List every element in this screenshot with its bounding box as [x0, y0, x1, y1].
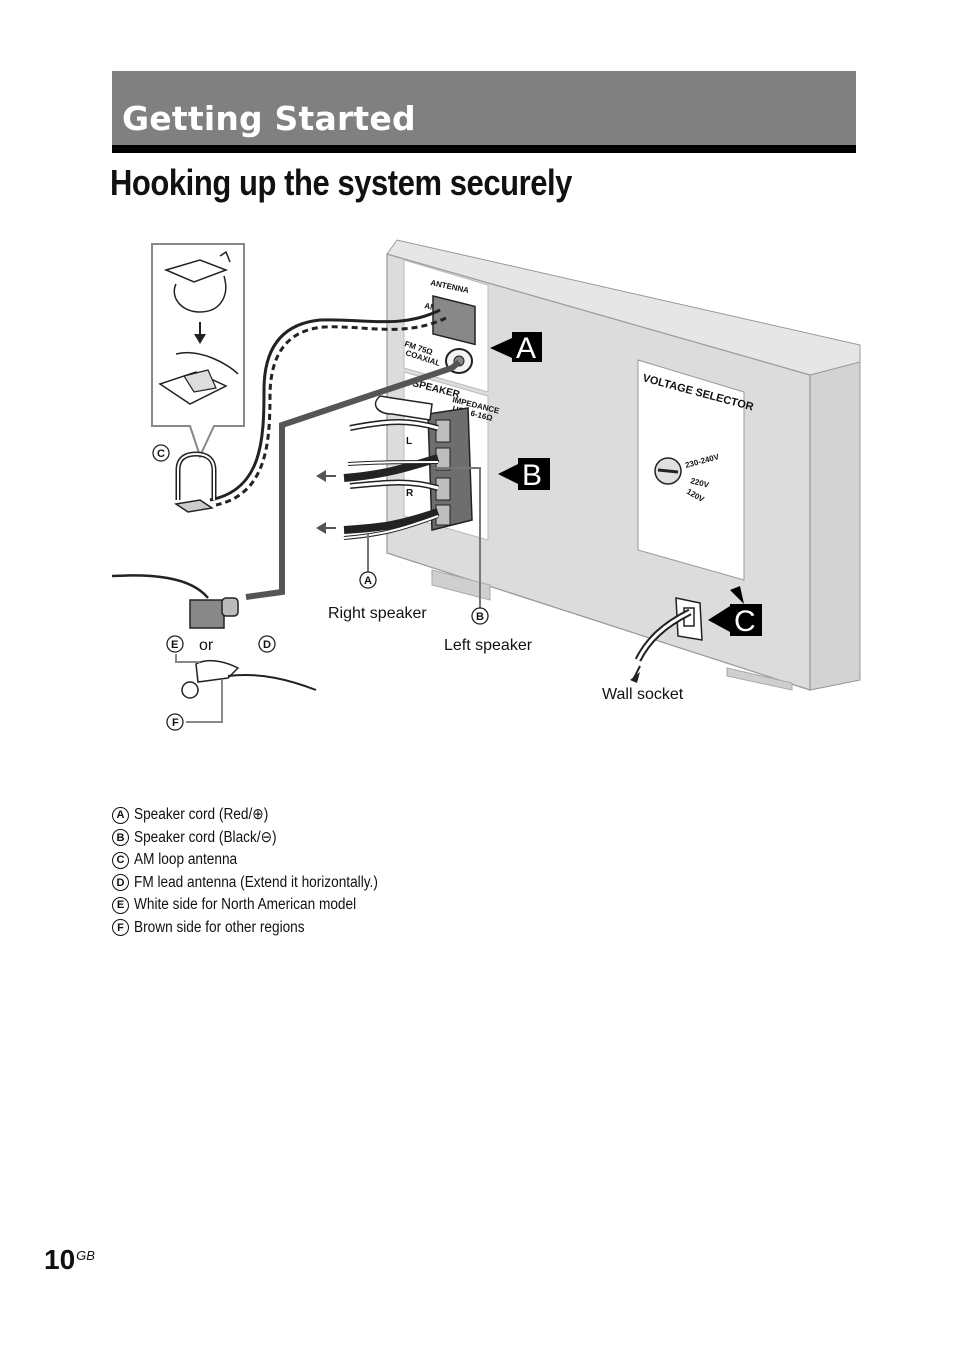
- legend-text: Speaker cord (Black/⊖): [134, 828, 277, 846]
- svg-text:F: F: [172, 717, 179, 729]
- callout-e: E: [166, 635, 184, 653]
- callout-f: F: [166, 713, 184, 731]
- am-label: AM: [424, 301, 438, 312]
- legend-item: B Speaker cord (Black/⊖): [112, 827, 411, 850]
- legend-text: Brown side for other regions: [134, 918, 305, 936]
- svg-text:A: A: [516, 332, 536, 365]
- page-number: 10GB: [44, 1244, 95, 1276]
- legend-marker: A: [112, 806, 129, 824]
- svg-text:A: A: [364, 575, 372, 587]
- wall-socket-label: Wall socket: [602, 686, 684, 703]
- callout-line-b: [434, 467, 481, 608]
- legend-marker: B: [112, 829, 129, 847]
- am-loop-inset: [151, 243, 245, 459]
- right-channel-label: R: [406, 488, 414, 499]
- am-twisted-lead: [209, 308, 447, 507]
- legend-item: A Speaker cord (Red/⊕): [112, 804, 411, 827]
- fm-lead-antenna: [111, 574, 317, 723]
- legend: A Speaker cord (Red/⊕) B Speaker cord (B…: [112, 804, 411, 939]
- legend-text: Speaker cord (Red/⊕): [134, 806, 269, 823]
- step-c-marker: C: [708, 586, 762, 638]
- page-heading: Hooking up the system securely: [110, 162, 572, 203]
- or-label: or: [199, 637, 214, 654]
- callout-a: A: [359, 571, 377, 589]
- legend-marker: D: [112, 874, 129, 892]
- ac-inlet: [630, 597, 703, 683]
- legend-text: AM loop antenna: [134, 851, 238, 868]
- svg-text:B: B: [476, 611, 484, 623]
- section-band: Getting Started: [112, 71, 856, 153]
- svg-text:D: D: [263, 639, 271, 651]
- left-channel-label: L: [406, 436, 412, 447]
- voltage-selector-panel: VOLTAGE SELECTOR 230-240V 220V 120V: [637, 359, 755, 581]
- svg-text:C: C: [157, 448, 165, 460]
- legend-item: D FM lead antenna (Extend it horizontall…: [112, 872, 411, 895]
- step-b-marker: B: [498, 458, 550, 492]
- legend-text: White side for North American model: [134, 896, 357, 913]
- callout-d: D: [258, 635, 276, 653]
- step-a-marker: A: [490, 332, 542, 365]
- page-number-suffix: GB: [76, 1248, 95, 1263]
- legend-marker: E: [112, 896, 129, 914]
- legend-marker: F: [112, 919, 129, 937]
- svg-text:B: B: [522, 459, 542, 492]
- page-number-value: 10: [44, 1244, 76, 1275]
- antenna-terminal-panel: ANTENNA AM FM 75Ω COAXIAL: [403, 259, 489, 393]
- callout-c: C: [152, 444, 170, 462]
- svg-text:E: E: [171, 639, 178, 651]
- legend-item: C AM loop antenna: [112, 849, 411, 872]
- legend-item: E White side for North American model: [112, 894, 411, 917]
- am-loop-antenna: [174, 451, 217, 513]
- callout-b: B: [471, 607, 489, 625]
- fm-coax-cable: [245, 359, 461, 600]
- right-speaker-label: Right speaker: [328, 605, 427, 622]
- legend-marker: C: [112, 851, 129, 869]
- svg-text:C: C: [734, 605, 756, 638]
- legend-text: FM lead antenna (Extend it horizontally.…: [134, 873, 378, 891]
- section-title: Getting Started: [122, 99, 416, 138]
- left-speaker-label: Left speaker: [444, 637, 533, 654]
- connection-diagram: ANTENNA AM FM 75Ω COAXIAL SPEAKER IMPEDA…: [111, 239, 861, 731]
- speaker-cords: [316, 395, 440, 540]
- legend-item: F Brown side for other regions: [112, 917, 411, 940]
